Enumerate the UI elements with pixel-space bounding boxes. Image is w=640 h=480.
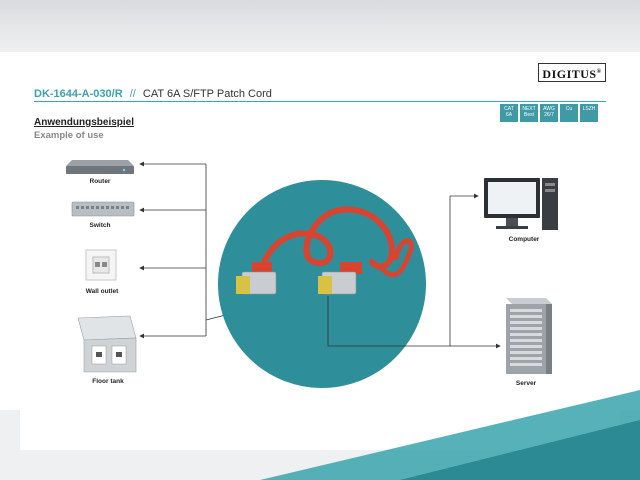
computer-label: Computer [508, 236, 540, 243]
switch-icon [71, 201, 135, 217]
title-divider [34, 101, 606, 102]
copper-badge-icon: Cu [560, 104, 578, 122]
router-icon [66, 160, 134, 174]
switch-label: Switch [89, 222, 111, 229]
rj45-connector-left-icon [236, 262, 277, 295]
wall-outlet-icon [85, 249, 117, 281]
title-separator: // [129, 88, 136, 100]
section-title: Anwendungsbeispiel [34, 117, 135, 128]
router-label: Router [89, 178, 111, 185]
server-icon [506, 298, 552, 374]
computer-icon [484, 178, 558, 230]
rj45-connector-right-icon [318, 262, 362, 295]
teal-stripe-decoration [260, 390, 640, 480]
lszh-badge-icon: LSZH [580, 104, 598, 122]
digitus-logo: DIGITUS® [538, 63, 606, 82]
top-background [0, 0, 640, 52]
product-title: DK-1644-A-030/R // CAT 6A S/FTP Patch Co… [34, 88, 272, 100]
right-connection-lines [327, 193, 501, 349]
floor-tank-icon [77, 315, 137, 373]
wall-outlet-label: Wall outlet [85, 288, 119, 295]
left-connection-lines [139, 161, 253, 339]
product-name: CAT 6A S/FTP Patch Cord [142, 88, 272, 100]
part-number: DK-1644-A-030/R [34, 88, 123, 100]
red-patch-cable [259, 206, 414, 278]
server-label: Server [515, 380, 537, 387]
floor-tank-label: Floor tank [92, 378, 124, 385]
section-subtitle: Example of use [34, 130, 104, 141]
